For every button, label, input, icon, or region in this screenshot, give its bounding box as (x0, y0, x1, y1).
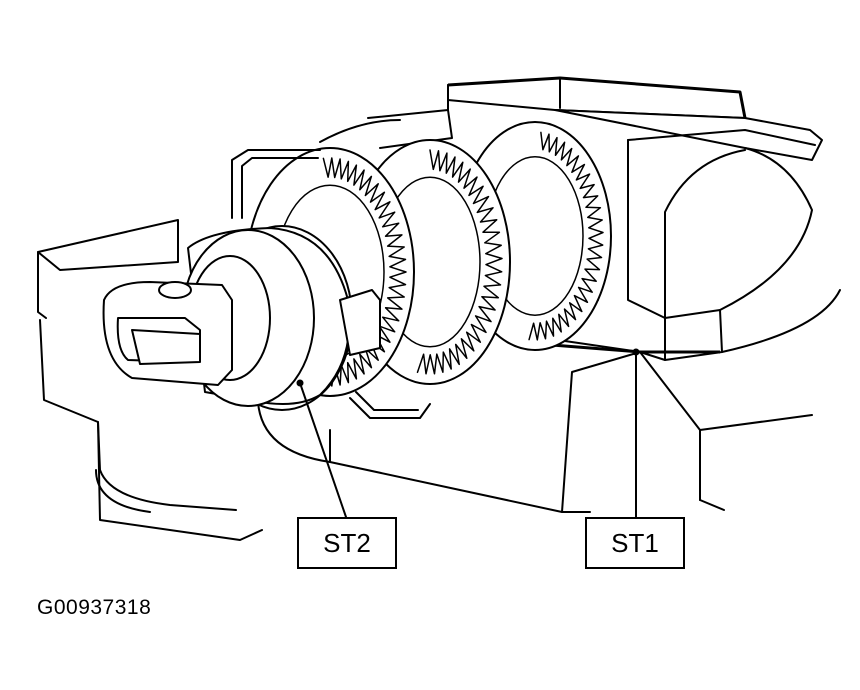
callout-st2-label: ST2 (297, 517, 397, 569)
puller-handle (102, 281, 233, 386)
vise-left-body (37, 219, 263, 541)
retaining-clip (231, 149, 431, 419)
callout-st1-label: ST1 (585, 517, 685, 569)
gear-housing-top (319, 84, 453, 149)
st1-leader-dot (632, 348, 640, 356)
figure-id: G00937318 (37, 596, 152, 619)
vise-base-rail (257, 351, 813, 513)
callout-leaders (296, 348, 640, 518)
st2-leader-dot (296, 379, 304, 387)
st2-collar (181, 225, 381, 411)
st2-leader-line (299, 382, 347, 518)
